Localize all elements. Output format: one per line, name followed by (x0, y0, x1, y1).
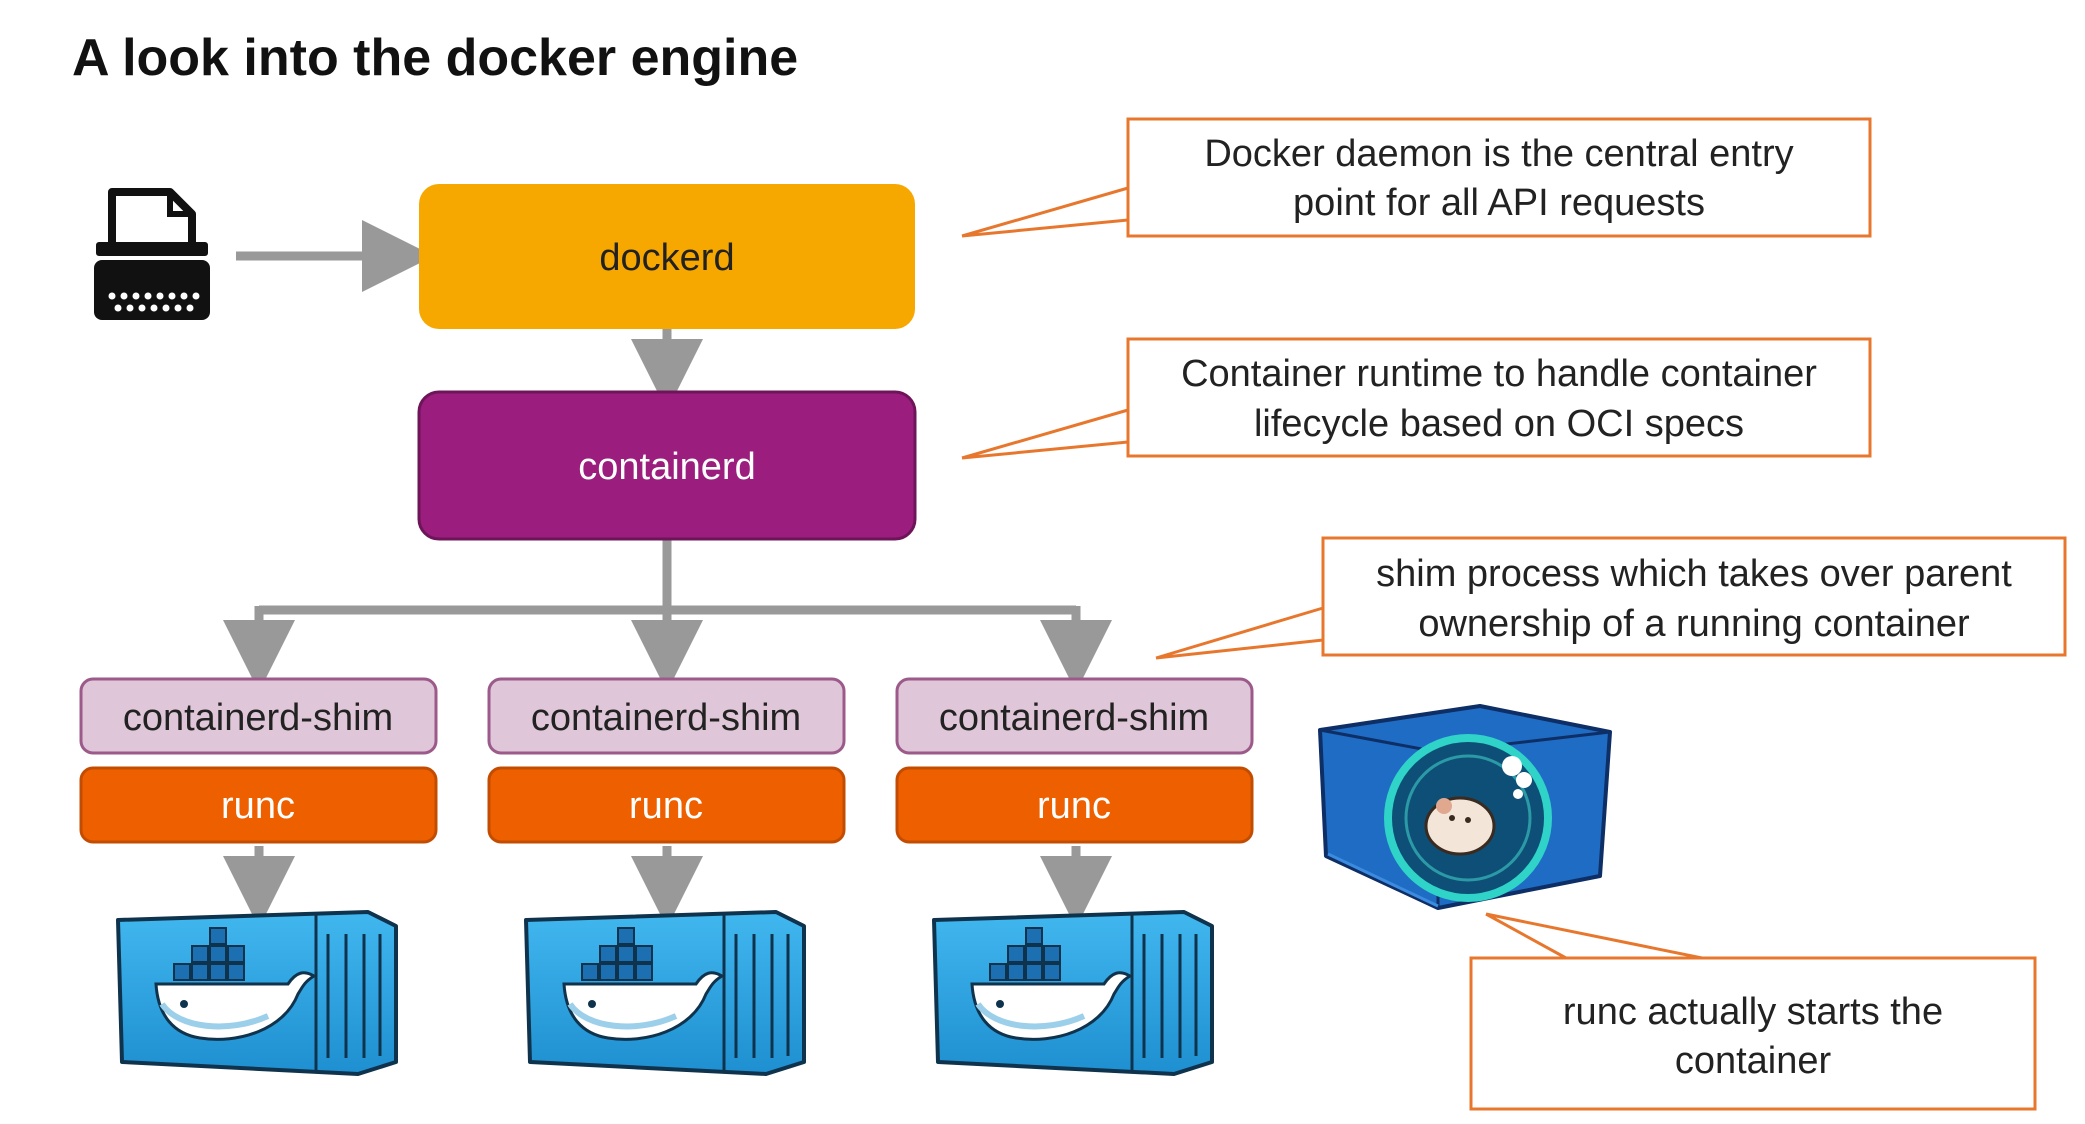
runc-box-1: runc (79, 766, 438, 844)
docker-container-icon (932, 910, 1214, 1076)
arrows (223, 220, 1112, 928)
typewriter-icon (94, 188, 210, 320)
callout-daemon: Docker daemon is the central entry point… (961, 117, 1872, 238)
callout-runtime-line2: lifecycle based on OCI specs (1254, 403, 1744, 445)
callout-daemon-line2: point for all API requests (1293, 182, 1705, 224)
shim-box-1: containerd-shim (79, 677, 438, 755)
runc-box-3: runc (895, 766, 1254, 844)
callout-runc-line2: container (1675, 1040, 1832, 1082)
callout-runc-line1: runc actually starts the (1563, 991, 1943, 1033)
runc-label-3: runc (1037, 785, 1111, 827)
docker-container-icon (524, 910, 806, 1076)
callout-daemon-line1: Docker daemon is the central entry (1204, 133, 1793, 175)
shim-box-2: containerd-shim (487, 677, 846, 755)
containerd-label: containerd (578, 446, 755, 488)
shim-label-1: containerd-shim (123, 697, 393, 739)
dockerd-box: dockerd (419, 184, 915, 329)
callout-shim-line1: shim process which takes over parent (1376, 553, 2012, 595)
shim-label-2: containerd-shim (531, 697, 801, 739)
dockerd-label: dockerd (599, 237, 734, 279)
callout-runtime: Container runtime to handle container li… (961, 337, 1872, 460)
hamster-wheel-box-icon (1318, 704, 1612, 910)
slide-title: A look into the docker engine (72, 29, 799, 87)
callout-runtime-line1: Container runtime to handle container (1181, 353, 1817, 395)
runc-box-2: runc (487, 766, 846, 844)
docker-container-icon (116, 910, 398, 1076)
shim-box-3: containerd-shim (895, 677, 1254, 755)
callout-runc: runc actually starts the container (1469, 912, 2037, 1111)
callout-shim: shim process which takes over parent own… (1155, 536, 2067, 660)
runc-label-1: runc (221, 785, 295, 827)
callout-shim-line2: ownership of a running container (1418, 603, 1970, 645)
containerd-box: containerd (417, 390, 917, 541)
shim-label-3: containerd-shim (939, 697, 1209, 739)
runc-label-2: runc (629, 785, 703, 827)
